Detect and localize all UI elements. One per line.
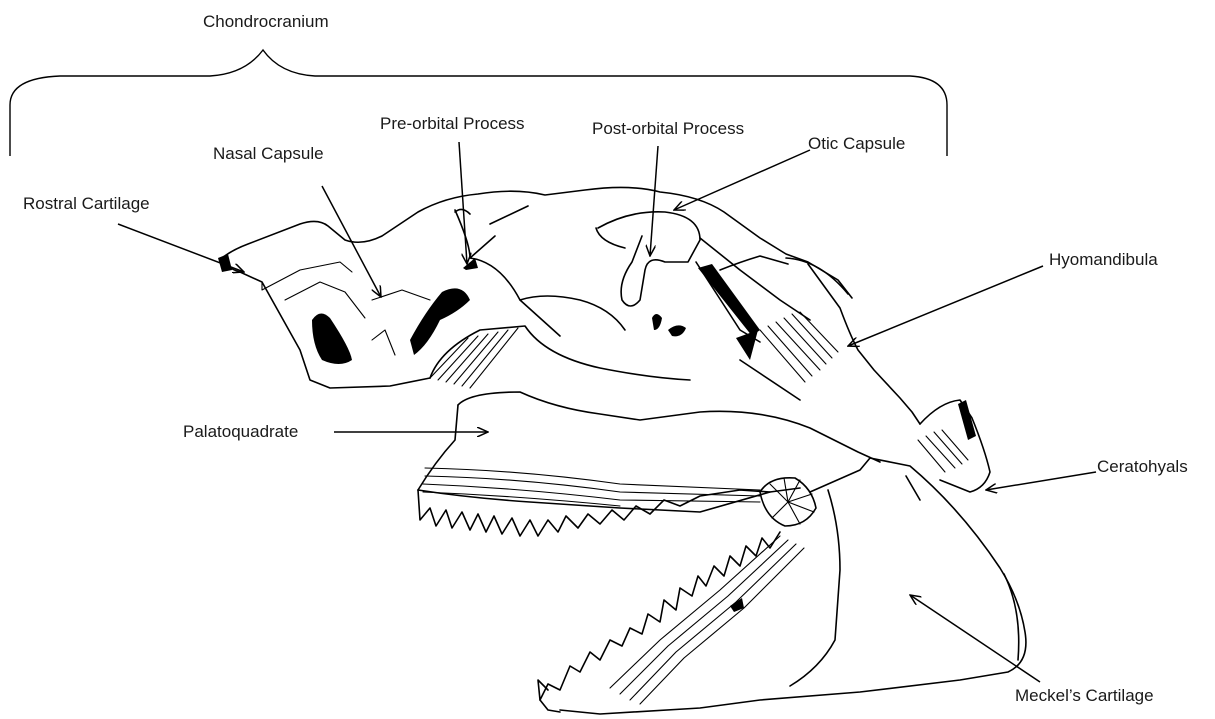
otic-capsule-arrow [674, 150, 810, 210]
skull-outline [218, 187, 1026, 714]
meckels-cartilage-label: Meckel’s Cartilage [1015, 686, 1154, 706]
palatoquadrate-label: Palatoquadrate [183, 422, 298, 442]
nasal-capsule-arrow [322, 186, 381, 297]
hyomandibula-arrow [848, 266, 1043, 346]
nasal-opening [312, 313, 352, 364]
rostral-cartilage-arrow [118, 224, 244, 272]
meckels-cartilage-arrow [910, 595, 1040, 682]
ceratohyals-arrow [986, 472, 1096, 490]
otic-capsule-label: Otic Capsule [808, 134, 905, 154]
nasal-capsule-label: Nasal Capsule [213, 144, 324, 164]
hyomandibula-label: Hyomandibula [1049, 250, 1158, 270]
chondrocranium-label: Chondrocranium [203, 12, 329, 32]
pre-orbital-process-arrow [459, 142, 467, 264]
chondrocranium-outline [222, 187, 852, 298]
post-orbital-process-arrow [650, 146, 658, 256]
post-orbital-process-label: Post-orbital Process [592, 119, 744, 139]
rostral-cartilage-label: Rostral Cartilage [23, 194, 150, 214]
meckels-cartilage-outline [560, 458, 1026, 714]
ceratohyals-label: Ceratohyals [1097, 457, 1188, 477]
chondrocranium-bracket [10, 50, 947, 156]
pre-orbital-process-label: Pre-orbital Process [380, 114, 525, 134]
